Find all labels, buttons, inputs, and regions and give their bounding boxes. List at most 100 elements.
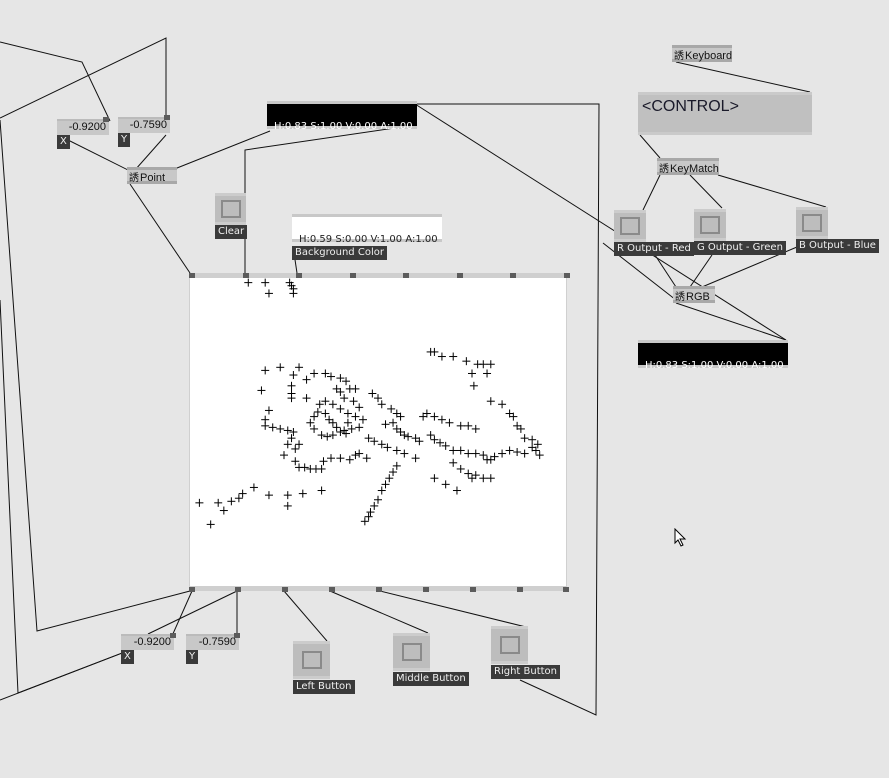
cross-marker xyxy=(389,468,398,477)
cross-marker xyxy=(283,426,292,435)
bang-square-icon xyxy=(301,651,322,669)
r-output-label: R Output - Red xyxy=(614,242,694,256)
cross-marker xyxy=(244,278,253,287)
cross-marker xyxy=(261,366,270,375)
cross-marker xyxy=(535,451,544,460)
cross-marker xyxy=(370,437,379,446)
cable xyxy=(717,174,827,208)
renderer-output-pin[interactable] xyxy=(470,587,476,592)
renderer-output-pin[interactable] xyxy=(235,587,241,592)
cross-marker xyxy=(360,517,369,526)
renderer-input-pin[interactable] xyxy=(189,273,195,278)
color-output-top[interactable]: H:0.83 S:1.00 V:0.00 A:1.00 xyxy=(267,101,417,132)
cross-marker xyxy=(531,446,540,455)
cross-marker xyxy=(464,469,473,478)
cross-marker xyxy=(445,418,454,427)
mouse-y-pin[interactable] xyxy=(234,633,240,638)
clear-button[interactable] xyxy=(215,193,246,225)
renderer-input-pin[interactable] xyxy=(296,273,302,278)
cross-marker xyxy=(528,435,537,444)
renderer-input-pin[interactable] xyxy=(510,273,516,278)
keyboard-node[interactable]: 誘Keyboard xyxy=(672,45,732,62)
mouse-x-pin[interactable] xyxy=(170,633,176,638)
left-button-indicator[interactable] xyxy=(293,641,330,679)
cross-marker xyxy=(351,451,360,460)
cable xyxy=(134,134,167,171)
renderer-output-pin[interactable] xyxy=(189,587,195,592)
cross-marker xyxy=(349,397,358,406)
rgb-color-output[interactable]: H:0.83 S:1.00 V:0.00 A:1.00 xyxy=(638,340,788,371)
cable xyxy=(654,254,677,288)
b-output-button[interactable] xyxy=(796,207,828,239)
middle-button-label: Middle Button xyxy=(393,672,469,686)
mouse-y-value[interactable]: -0.7590 xyxy=(186,634,239,650)
cross-marker xyxy=(195,498,204,507)
y-input-label: Y xyxy=(118,133,131,147)
renderer-output-pin[interactable] xyxy=(423,587,429,592)
right-button-indicator[interactable] xyxy=(491,626,528,664)
rgb-node[interactable]: 誘RGB xyxy=(673,286,715,303)
cross-marker xyxy=(411,454,420,463)
renderer-input-pin[interactable] xyxy=(564,273,570,278)
cross-marker xyxy=(389,418,398,427)
cross-marker xyxy=(214,498,223,507)
rgb-color-text: H:0.83 S:1.00 V:0.00 A:1.00 xyxy=(645,360,784,371)
cross-marker xyxy=(383,443,392,452)
plugin-icon: 誘 xyxy=(674,51,684,62)
renderer-output-pin[interactable] xyxy=(282,587,288,592)
x-input-pin[interactable] xyxy=(103,117,109,122)
cable xyxy=(639,134,661,159)
cross-marker xyxy=(327,372,335,381)
cross-marker xyxy=(328,431,337,440)
cross-marker xyxy=(464,421,473,430)
g-output-button[interactable] xyxy=(694,209,726,241)
renderer-output-pin[interactable] xyxy=(329,587,335,592)
renderer-output-pin[interactable] xyxy=(563,587,569,592)
renderer-window[interactable] xyxy=(189,273,567,591)
cross-marker xyxy=(336,404,345,413)
background-color-box[interactable]: H:0.59 S:0.00 V:1.00 A:1.00 xyxy=(292,214,442,245)
keymatch-node[interactable]: 誘KeyMatch xyxy=(657,158,719,175)
y-input-pin[interactable] xyxy=(164,115,170,120)
renderer-output-pin[interactable] xyxy=(517,587,523,592)
cross-marker xyxy=(456,446,465,455)
cross-marker xyxy=(321,397,330,406)
point-node[interactable]: 誘Point xyxy=(127,167,177,184)
renderer-input-pin[interactable] xyxy=(457,273,463,278)
cross-marker xyxy=(486,397,495,406)
cross-marker xyxy=(479,360,488,369)
middle-button-indicator[interactable] xyxy=(393,633,430,671)
cross-marker xyxy=(490,452,499,461)
plugin-icon: 誘 xyxy=(659,164,669,175)
control-text: <CONTROL> xyxy=(642,98,739,115)
plugin-icon: 誘 xyxy=(129,173,139,184)
cross-marker xyxy=(287,434,296,443)
x-input-value[interactable]: -0.9200 xyxy=(57,119,109,135)
renderer-input-pin[interactable] xyxy=(403,273,409,278)
y-input-value[interactable]: -0.7590 xyxy=(118,117,170,133)
cross-marker xyxy=(468,474,476,483)
cross-marker xyxy=(505,446,514,455)
cross-marker xyxy=(469,381,478,390)
cross-marker xyxy=(498,449,507,458)
cross-marker xyxy=(342,377,351,386)
cross-marker xyxy=(283,440,292,449)
cross-marker xyxy=(268,423,277,432)
clear-label: Clear xyxy=(215,225,248,239)
renderer-input-pin[interactable] xyxy=(350,273,356,278)
cross-marker xyxy=(336,454,345,463)
cross-marker xyxy=(306,418,315,427)
cross-marker xyxy=(479,451,488,460)
renderer-output-pin[interactable] xyxy=(376,587,382,592)
cross-marker xyxy=(509,412,518,421)
cross-marker xyxy=(513,448,522,457)
cross-marker xyxy=(449,458,458,467)
renderer-canvas[interactable] xyxy=(190,278,566,586)
renderer-input-pin[interactable] xyxy=(243,273,249,278)
cross-marker xyxy=(289,289,298,298)
cross-marker xyxy=(276,424,285,433)
cable xyxy=(689,254,713,288)
mouse-x-value[interactable]: -0.9200 xyxy=(121,634,174,650)
cross-marker xyxy=(264,406,273,415)
r-output-button[interactable] xyxy=(614,210,646,242)
